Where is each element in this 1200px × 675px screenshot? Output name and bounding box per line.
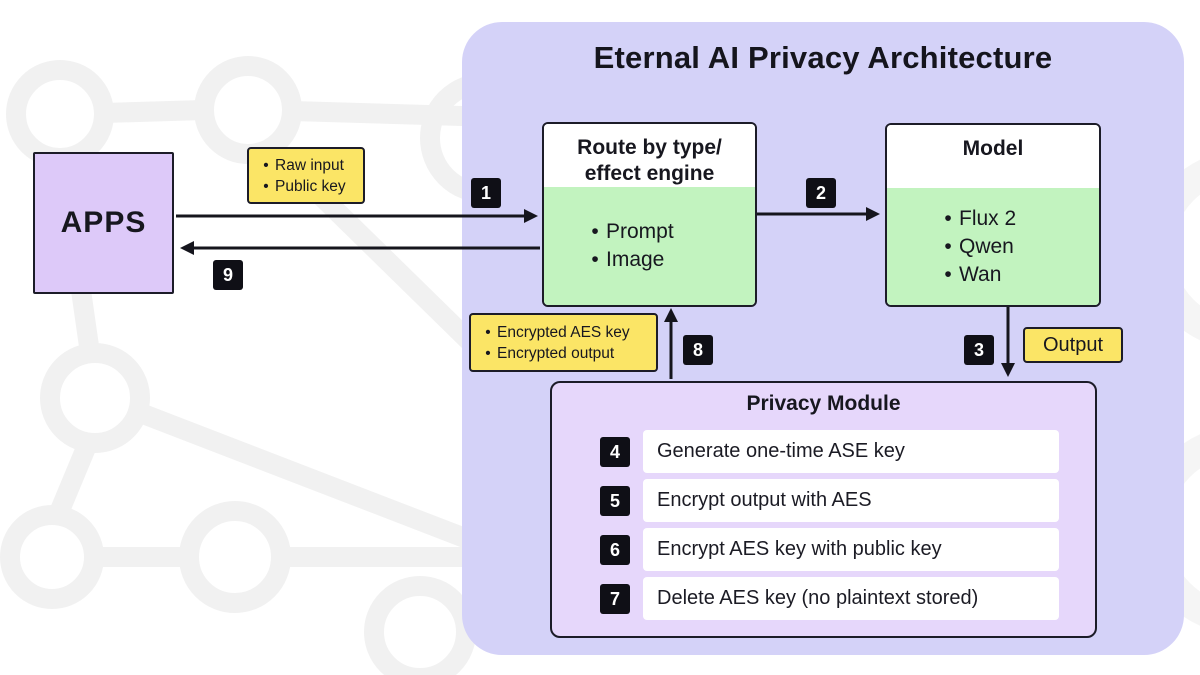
note-text: Public key (275, 177, 346, 195)
list-item: • Prompt (584, 218, 755, 246)
router-title-line2: effect engine (584, 162, 715, 185)
step-badge-4: 4 (600, 437, 630, 467)
step-label: Delete AES key (no plaintext stored) (657, 587, 979, 609)
privacy-module-title: Privacy Module (746, 392, 901, 415)
router-item-label: Image (606, 248, 665, 271)
privacy-step-row: Generate one-time ASE key (643, 430, 1059, 473)
note-text: Raw input (275, 156, 344, 174)
bullet-icon: • (944, 234, 952, 258)
model-item-label: Qwen (959, 234, 1014, 258)
bullet-icon: • (485, 323, 491, 341)
apps-label: APPS (60, 206, 147, 239)
privacy-module: Privacy Module 4 Generate one-time ASE k… (550, 381, 1097, 638)
privacy-step-row: Encrypt AES key with public key (643, 528, 1059, 571)
output-note: Output (1023, 327, 1123, 363)
apps-node: APPS (33, 152, 174, 294)
list-item: • Flux 2 (937, 205, 1099, 233)
router-items: • Prompt • Image (544, 187, 755, 305)
step-badge-3: 3 (964, 335, 994, 365)
note-line: • Raw input (257, 155, 355, 176)
step-label: Generate one-time ASE key (657, 440, 905, 462)
note-text: Encrypted AES key (497, 323, 630, 341)
list-item: • Wan (937, 261, 1099, 289)
request-note: • Raw input • Public key (247, 147, 365, 204)
note-line: • Public key (257, 176, 355, 197)
note-text: Encrypted output (497, 344, 615, 362)
model-item-label: Wan (959, 262, 1002, 286)
step-label: Encrypt AES key with public key (657, 538, 942, 560)
step-badge-8: 8 (683, 335, 713, 365)
list-item: • Qwen (937, 233, 1099, 261)
step-label: Encrypt output with AES (657, 489, 872, 511)
model-item-label: Flux 2 (959, 206, 1017, 230)
step-badge-2: 2 (806, 178, 836, 208)
bullet-icon: • (591, 248, 599, 271)
response-note: • Encrypted AES key • Encrypted output (469, 313, 658, 372)
bullet-icon: • (263, 177, 269, 195)
note-line: • Encrypted AES key (479, 322, 648, 343)
router-node: Route by type/ effect engine • Prompt • … (542, 122, 757, 307)
bullet-icon: • (944, 262, 952, 286)
note-line: • Encrypted output (479, 343, 648, 364)
bullet-icon: • (485, 344, 491, 362)
bullet-icon: • (944, 206, 952, 230)
model-title: Model (887, 125, 1099, 188)
privacy-step-row: Delete AES key (no plaintext stored) (643, 577, 1059, 620)
list-item: • Image (584, 246, 755, 274)
step-badge-1: 1 (471, 178, 501, 208)
step-badge-7: 7 (600, 584, 630, 614)
router-title: Route by type/ effect engine (544, 124, 755, 187)
step-badge-9: 9 (213, 260, 243, 290)
bullet-icon: • (591, 220, 599, 243)
model-items: • Flux 2 • Qwen • Wan (887, 188, 1099, 305)
step-badge-5: 5 (600, 486, 630, 516)
router-title-line1: Route by type/ (577, 136, 722, 159)
output-label: Output (1042, 333, 1104, 356)
bullet-icon: • (263, 156, 269, 174)
privacy-step-row: Encrypt output with AES (643, 479, 1059, 522)
router-item-label: Prompt (606, 220, 674, 243)
step-badge-6: 6 (600, 535, 630, 565)
model-node: Model • Flux 2 • Qwen • Wan (885, 123, 1101, 307)
diagram-title: Eternal AI Privacy Architecture (593, 40, 1053, 75)
